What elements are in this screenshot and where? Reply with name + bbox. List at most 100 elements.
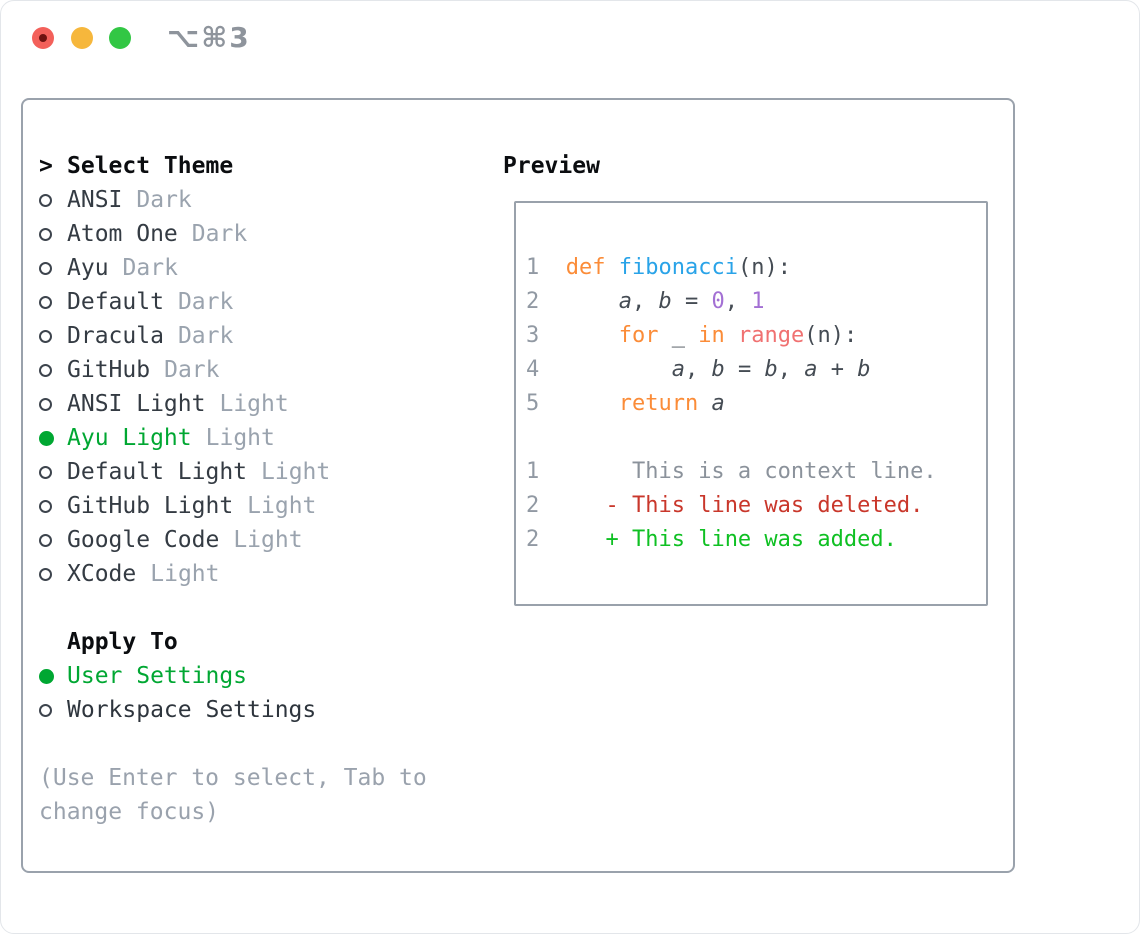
- token-kw: for: [618, 323, 659, 348]
- theme-option-ayu-light[interactable]: Ayu Light Light: [39, 421, 487, 455]
- titlebar: ⌥⌘3: [1, 1, 1139, 77]
- radio-unselected-icon: [39, 227, 67, 241]
- token-add: + This line was added.: [605, 527, 897, 552]
- option-label: User Settings: [67, 663, 248, 689]
- token-var: b: [658, 289, 672, 314]
- theme-option-ansi[interactable]: ANSI Dark: [39, 183, 487, 217]
- theme-name: XCode: [67, 561, 137, 587]
- line-number: 3: [526, 323, 540, 348]
- token-var: a: [671, 357, 685, 382]
- line-number: 2: [526, 493, 540, 518]
- preview-column: Preview 1 def fibonacci(n):2 a, b = 0, 1…: [503, 149, 988, 606]
- line-number: 2: [526, 289, 540, 314]
- token-num: 1: [751, 289, 765, 314]
- token-var: a: [618, 289, 632, 314]
- token-fg: +: [817, 357, 858, 382]
- radio-selected-icon: [39, 430, 67, 446]
- close-button[interactable]: [32, 27, 54, 49]
- preview-title: Preview: [503, 153, 600, 179]
- theme-name: ANSI: [67, 187, 123, 213]
- token-var: b: [857, 357, 871, 382]
- theme-variant-tag: Light: [205, 425, 275, 451]
- apply-to-title: Apply To: [67, 629, 178, 655]
- token-var: a: [711, 391, 725, 416]
- theme-variant-tag: Dark: [164, 357, 220, 383]
- theme-name: GitHub Light: [67, 493, 234, 519]
- theme-variant-tag: Dark: [177, 289, 234, 315]
- select-theme-title: Select Theme: [67, 153, 234, 179]
- preview-code-line: [526, 421, 986, 455]
- spacer: [39, 591, 487, 625]
- zoom-button[interactable]: [109, 27, 131, 49]
- token-kw: return: [618, 391, 699, 416]
- theme-variant-tag: Dark: [177, 323, 234, 349]
- apply-option-user-settings[interactable]: User Settings: [39, 659, 487, 693]
- theme-variant-tag: Light: [247, 493, 317, 519]
- apply-option-workspace-settings[interactable]: Workspace Settings: [39, 693, 487, 727]
- option-label: Workspace Settings: [67, 697, 317, 723]
- preview-code-line: 1 This is a context line.: [526, 455, 986, 489]
- radio-unselected-icon: [39, 193, 67, 207]
- theme-option-default[interactable]: Default Dark: [39, 285, 487, 319]
- theme-option-default-light[interactable]: Default Light Light: [39, 455, 487, 489]
- preview-code-line: 3 for _ in range(n):: [526, 319, 986, 353]
- token-fg: (n):: [737, 255, 791, 280]
- theme-name: Ayu: [67, 255, 109, 281]
- theme-name: Atom One: [67, 221, 178, 247]
- token-fg: [539, 391, 618, 416]
- token-var: b: [764, 357, 778, 382]
- theme-option-xcode[interactable]: XCode Light: [39, 557, 487, 591]
- line-number: 5: [526, 391, 540, 416]
- token-fg: ,: [631, 289, 659, 314]
- theme-variant-tag: Dark: [136, 187, 192, 213]
- token-var: b: [711, 357, 725, 382]
- preview-code-line: 5 return a: [526, 387, 986, 421]
- theme-variant-tag: Light: [150, 561, 220, 587]
- theme-variant-tag: Light: [261, 459, 331, 485]
- token-fg: ,: [777, 357, 805, 382]
- token-fg: [725, 323, 738, 348]
- theme-name: Default Light: [67, 459, 248, 485]
- token-fg: [539, 255, 566, 280]
- token-fg: ,: [684, 357, 712, 382]
- preview-code-line: 2 a, b = 0, 1: [526, 285, 986, 319]
- token-kw: in: [698, 323, 725, 348]
- token-fg: _: [658, 323, 699, 348]
- token-fg: [698, 391, 711, 416]
- token-fg: [606, 255, 619, 280]
- preview-code-line: 2 + This line was added.: [526, 523, 986, 557]
- theme-name: Ayu Light: [67, 425, 192, 451]
- radio-unselected-icon: [39, 261, 67, 275]
- radio-selected-icon: [39, 668, 67, 684]
- radio-unselected-icon: [39, 295, 67, 309]
- token-fg: [539, 323, 618, 348]
- preview-code-line: 4 a, b = b, a + b: [526, 353, 986, 387]
- token-fg: [539, 357, 671, 382]
- theme-variant-tag: Light: [219, 391, 289, 417]
- radio-unselected-icon: [39, 329, 67, 343]
- preview-header: Preview: [503, 149, 988, 183]
- preview-code-line: 2 - This line was deleted.: [526, 489, 986, 523]
- minimize-button[interactable]: [71, 27, 93, 49]
- token-kw: def: [565, 255, 606, 280]
- theme-option-github-light[interactable]: GitHub Light Light: [39, 489, 487, 523]
- token-fg: [539, 527, 605, 552]
- radio-unselected-icon: [39, 363, 67, 377]
- line-number: 2: [526, 527, 540, 552]
- line-number: 4: [526, 357, 540, 382]
- token-fg: =: [724, 357, 765, 382]
- spacer: [39, 727, 487, 761]
- preview-code-line: 1 def fibonacci(n):: [526, 251, 986, 285]
- theme-name: Default: [67, 289, 164, 315]
